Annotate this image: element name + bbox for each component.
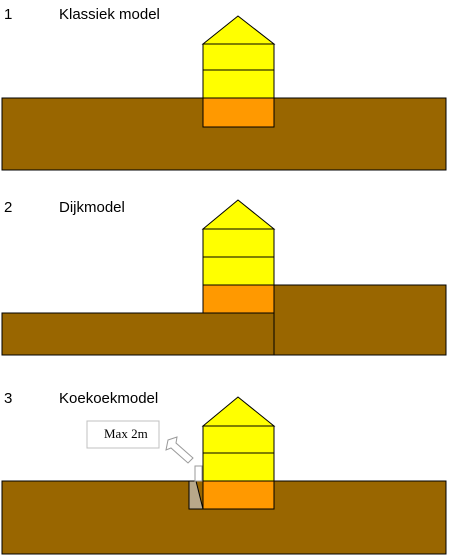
model-number-2: 2	[4, 199, 13, 216]
model-number-1: 1	[4, 6, 13, 23]
house-basement	[202, 284, 275, 314]
callout-box	[86, 420, 160, 449]
dike-block	[273, 284, 447, 356]
callout-arrow	[165, 436, 194, 464]
house-roof	[201, 396, 276, 427]
house-floor	[202, 69, 275, 99]
house-basement	[202, 480, 275, 510]
callout-text: Max 2m	[104, 426, 148, 441]
panel-dijkmodel	[1, 199, 447, 356]
house-floor	[202, 228, 275, 258]
model-title-3: Koekoekmodel	[59, 390, 159, 407]
house-floor	[202, 452, 275, 482]
house-floor	[202, 43, 275, 71]
panel-koekoekmodel	[1, 396, 447, 555]
house-roof	[201, 15, 276, 45]
model-title-2: Dijkmodel	[59, 199, 125, 216]
ground-block-low	[1, 312, 275, 356]
panel-klassiek-model	[1, 15, 447, 171]
model-title-1: Klassiek model	[59, 6, 160, 23]
model-number-3: 3	[4, 390, 13, 407]
height-marker	[194, 465, 203, 482]
house-floor	[202, 256, 275, 286]
house-basement	[202, 97, 275, 128]
house-floor	[202, 425, 275, 454]
house-roof	[201, 199, 276, 230]
